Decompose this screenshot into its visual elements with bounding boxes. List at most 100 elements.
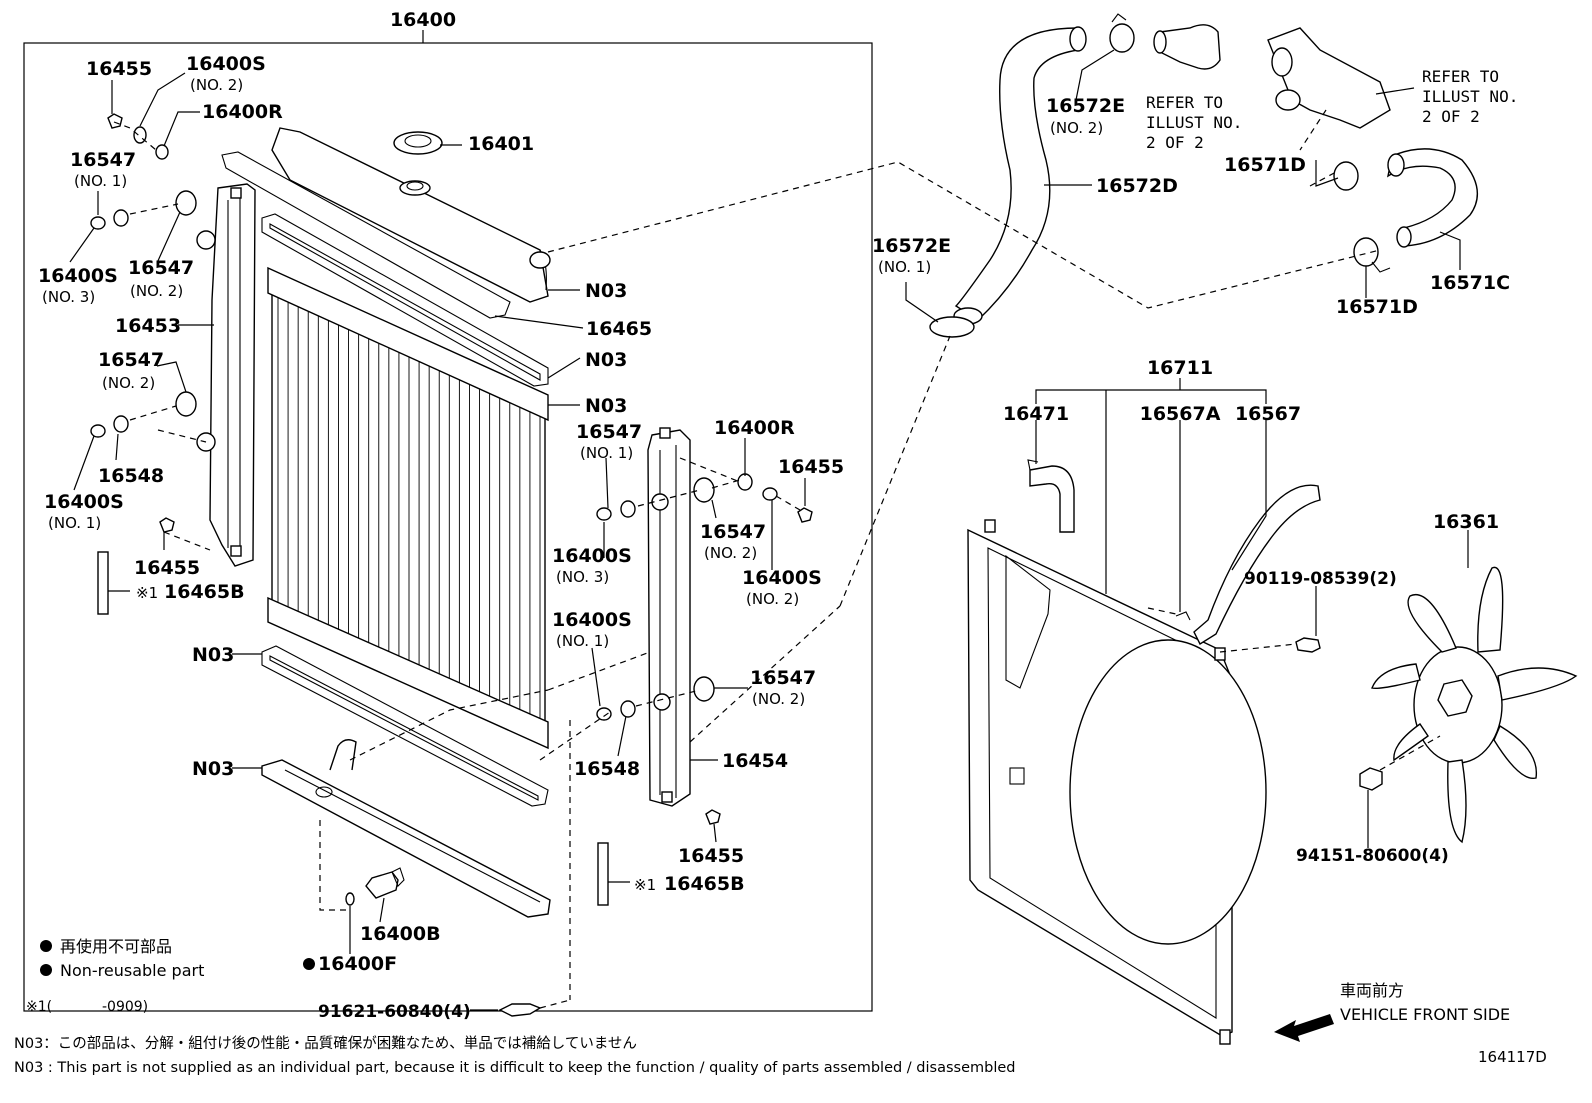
leader-lines [69,49,1469,1011]
hose-clip [1175,611,1191,621]
label-91621: 91621-60840(4) [318,1002,471,1022]
label-refer-1-l2: ILLUST NO. [1146,113,1242,132]
label-16547-no1-b-sub: (NO. 1) [580,444,633,462]
label-16547-no2-a-sub: (NO. 2) [130,282,183,300]
label-16455-d: 16455 [678,845,744,867]
label-16547-no2-d: 16547 [750,667,816,689]
label-16547-no1-a-sub: (NO. 1) [74,172,127,190]
label-16400r-a: 16400R [202,101,283,123]
label-16400s-no2-a-sub: (NO. 2) [190,76,243,94]
cooling-fan [1371,566,1578,844]
footnote-en: N03 : This part is not supplied as an in… [14,1060,1015,1076]
label-16711: 16711 [1147,357,1213,379]
label-16572e-no2: 16572E [1046,95,1125,117]
upper-tank [271,127,551,303]
legend-bullet-en [40,964,52,976]
label-16548-a: 16548 [98,465,164,487]
figure-id: 164117D [1478,1048,1547,1066]
label-n03-4: N03 [192,644,234,666]
label-16572e-no2-sub: (NO. 2) [1050,119,1103,137]
label-94151: 94151-80600(4) [1296,846,1449,866]
label-16361: 16361 [1433,511,1499,533]
label-n03-3: N03 [585,395,627,417]
dashed-alignment-lines [113,109,1441,1009]
label-16400s-no3-a: 16400S [38,265,118,287]
non-reusable-mark-16400f [303,958,315,970]
label-90119: 90119-08539(2) [1244,569,1397,589]
label-16453: 16453 [115,315,181,337]
label-16465b-a: 16465B [164,581,245,603]
label-16572e-no1-sub: (NO. 1) [878,258,931,276]
label-16400b: 16400B [360,923,441,945]
legend: 再使用不可部品 Non-reusable part [40,937,204,980]
label-16400s-no1-a: 16400S [44,491,124,513]
side-seal-pad-left [97,551,109,615]
drain-plug [365,867,405,899]
label-16400s-no1-a-sub: (NO. 1) [48,514,101,532]
label-16547-no2-d-sub: (NO. 2) [752,690,805,708]
label-16547-no2-c: 16547 [700,521,766,543]
shroud-bolt [1295,637,1321,653]
right-support-bracket [647,427,691,807]
front-arrow-icon [1274,1014,1334,1042]
lower-hose-clamp-2 [1353,237,1391,273]
footnote-jp: N03：この部品は、分解・組付け後の性能・品質確保が困難なため、単品では補給して… [14,1034,637,1052]
label-16465b-a-mark: ※1 [136,584,158,602]
water-inlet-housing [1267,27,1391,129]
label-16400s-no3-b: 16400S [552,545,632,567]
radiator-core [267,266,549,750]
lower-tank [261,739,551,918]
label-16455-b: 16455 [134,557,200,579]
label-16401: 16401 [468,133,534,155]
label-16547-no1-a: 16547 [70,149,136,171]
label-16571d-a: 16571D [1224,154,1306,176]
label-16547-no2-a: 16547 [128,257,194,279]
label-16547-no2-b: 16547 [98,349,164,371]
reservoir-inlet-tube [1027,459,1075,533]
lower-hose-clamp-1 [1333,161,1359,191]
label-16400s-no2-b-sub: (NO. 2) [746,590,799,608]
water-outlet [1153,24,1221,70]
upper-hose-clamp-1 [929,316,975,338]
label-n03-5: N03 [192,758,234,780]
upper-gasket [261,213,549,387]
label-refer-1-l3: 2 OF 2 [1146,133,1204,152]
mark-note-a: ※1( [26,999,52,1015]
upper-radiator-hose [953,26,1087,325]
label-16547-no2-b-sub: (NO. 2) [102,374,155,392]
label-main-assy: 16400 [390,9,456,31]
fan-shroud [967,519,1267,1045]
part-number-labels: 16400 16455 16400S (NO. 2) 16400R 16401 … [38,9,1518,1022]
legend-en: Non-reusable part [60,961,204,980]
label-16547-no1-b: 16547 [576,421,642,443]
label-n03-1: N03 [585,280,627,302]
label-16400s-no2-a: 16400S [186,53,266,75]
label-16400r-b: 16400R [714,417,795,439]
reservoir-hose [1193,484,1321,646]
fan-nut [1359,767,1383,791]
label-16455-a: 16455 [86,58,152,80]
label-16567: 16567 [1235,403,1301,425]
label-refer-2-l3: 2 OF 2 [1422,107,1480,126]
label-16400s-no1-b-sub: (NO. 1) [556,632,609,650]
direction-jp: 車両前方 [1340,981,1404,1000]
label-16465b-b: 16465B [664,873,745,895]
radiator-cap [393,131,443,155]
label-16400f: 16400F [318,953,397,975]
label-16454: 16454 [722,750,788,772]
label-16567a: 16567A [1140,403,1221,425]
label-16571d-b: 16571D [1336,296,1418,318]
label-16572e-no1: 16572E [872,235,951,257]
label-16400s-no3-b-sub: (NO. 3) [556,568,609,586]
label-16547-no2-c-sub: (NO. 2) [704,544,757,562]
mount-hardware [90,113,813,1017]
label-16572d: 16572D [1096,175,1178,197]
label-16465b-b-mark: ※1 [634,876,656,894]
lower-gasket [261,645,549,807]
drain-o-ring [345,892,355,906]
side-seal-pad-right [597,842,609,906]
label-16400s-no1-b: 16400S [552,609,632,631]
label-16455-c: 16455 [778,456,844,478]
